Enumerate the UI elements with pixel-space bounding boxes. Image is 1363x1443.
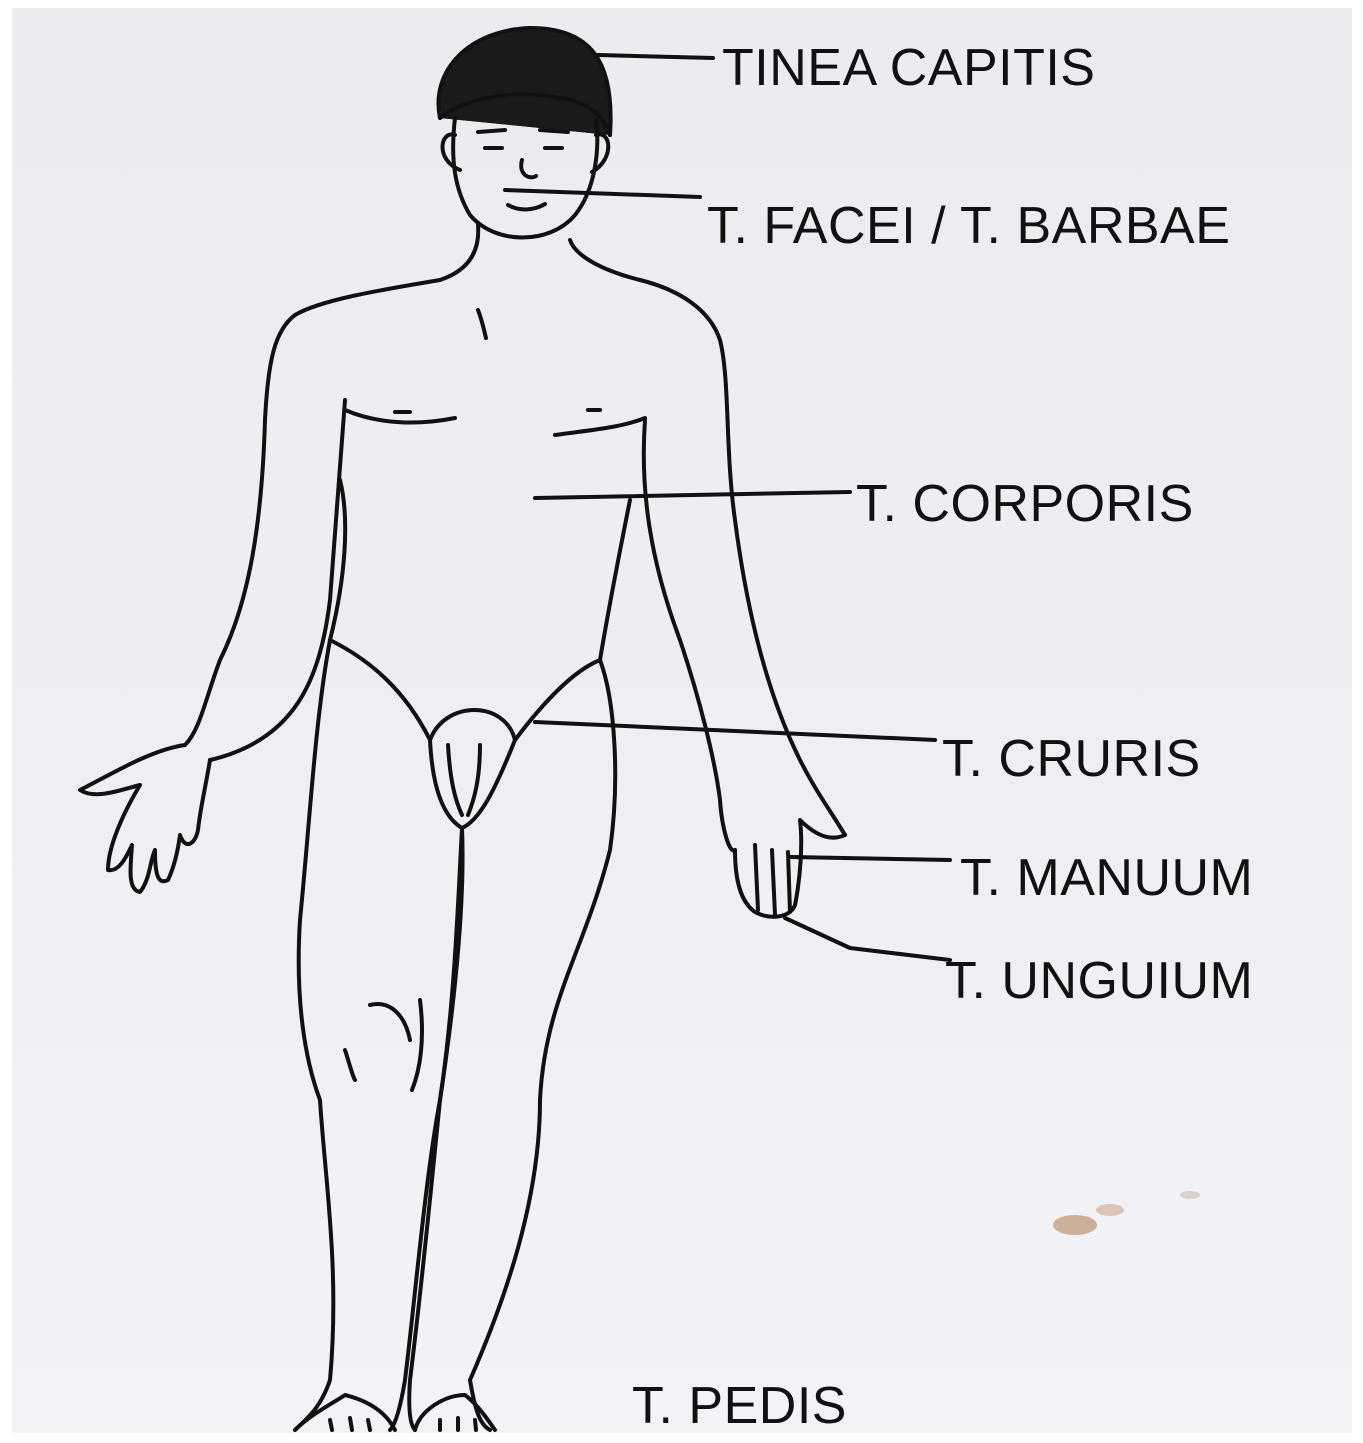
head-outline bbox=[453, 118, 597, 238]
left-knee bbox=[345, 1004, 410, 1080]
left-inner-arm bbox=[210, 400, 345, 760]
leader-corporis bbox=[535, 492, 850, 498]
mouth bbox=[508, 204, 545, 209]
right-knee-detail bbox=[412, 1000, 422, 1090]
label-tinea-unguium: T. UNGUIUM bbox=[945, 955, 1253, 1007]
right-shoulder-arm bbox=[640, 280, 845, 835]
label-tinea-facei-barbae: T. FACEI / T. BARBAE bbox=[707, 200, 1230, 252]
label-tinea-manuum: T. MANUUM bbox=[960, 852, 1253, 904]
left-leg-outer bbox=[295, 640, 333, 1430]
right-pectoral bbox=[555, 418, 645, 435]
right-leg-inner bbox=[409, 828, 462, 1430]
right-hand bbox=[735, 820, 845, 917]
label-tinea-capitis: TINEA CAPITIS bbox=[722, 42, 1095, 94]
right-inner-arm bbox=[644, 420, 735, 851]
label-tinea-corporis: T. CORPORIS bbox=[856, 478, 1194, 530]
leader-unguium bbox=[785, 918, 950, 960]
right-eyebrow bbox=[540, 130, 568, 132]
left-leg-inner bbox=[390, 828, 462, 1430]
leader-cruris bbox=[535, 722, 935, 740]
briefs-detail bbox=[448, 745, 480, 815]
leader-manuum bbox=[790, 857, 950, 860]
label-tinea-pedis: T. PEDIS bbox=[632, 1380, 847, 1432]
nose bbox=[521, 160, 536, 177]
leader-capitis bbox=[598, 55, 713, 58]
neck-right bbox=[570, 240, 640, 280]
hair bbox=[438, 28, 610, 135]
left-eyebrow bbox=[478, 130, 505, 132]
label-tinea-cruris: T. CRURIS bbox=[942, 733, 1201, 785]
left-hand bbox=[80, 745, 210, 892]
torso-right bbox=[600, 500, 630, 660]
paper-stain bbox=[1053, 1191, 1200, 1235]
neck-left bbox=[440, 225, 478, 280]
right-leg-outer bbox=[470, 660, 615, 1430]
sternum-mark bbox=[478, 310, 486, 338]
leader-facei bbox=[505, 190, 700, 197]
briefs-pouch bbox=[430, 740, 515, 828]
